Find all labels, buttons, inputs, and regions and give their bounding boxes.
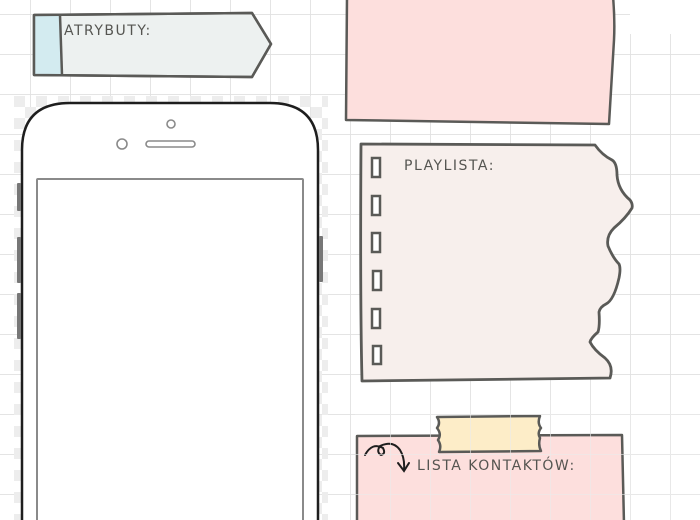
playlist-note[interactable] [359,142,634,383]
mute-switch-icon [17,183,21,211]
front-camera-icon [116,138,128,150]
phone-mockup [17,101,323,520]
tape [435,414,543,454]
checkbox-2[interactable] [370,194,382,217]
checkbox-5[interactable] [370,307,382,330]
checkbox-4[interactable] [371,269,383,292]
contacts-label: LISTA KONTAKTÓW: [417,458,576,474]
power-button-icon [319,236,323,282]
playlist-checkboxes [370,156,383,366]
earpiece-speaker-icon [145,140,196,148]
checkbox-1[interactable] [370,156,382,179]
top-note[interactable] [344,0,616,126]
attributes-label: ATRYBUTY: [64,23,152,39]
checkbox-3[interactable] [370,231,382,254]
grid-gap [630,0,700,34]
attributes-tag[interactable] [32,11,273,79]
phone-screen[interactable] [36,178,304,520]
volume-up-button-icon [17,237,21,283]
volume-down-button-icon [17,293,21,339]
proximity-sensor-icon [166,119,176,129]
checkbox-6[interactable] [371,344,383,366]
tag-accent [35,16,62,74]
playlist-label: PLAYLISTA: [404,158,495,174]
